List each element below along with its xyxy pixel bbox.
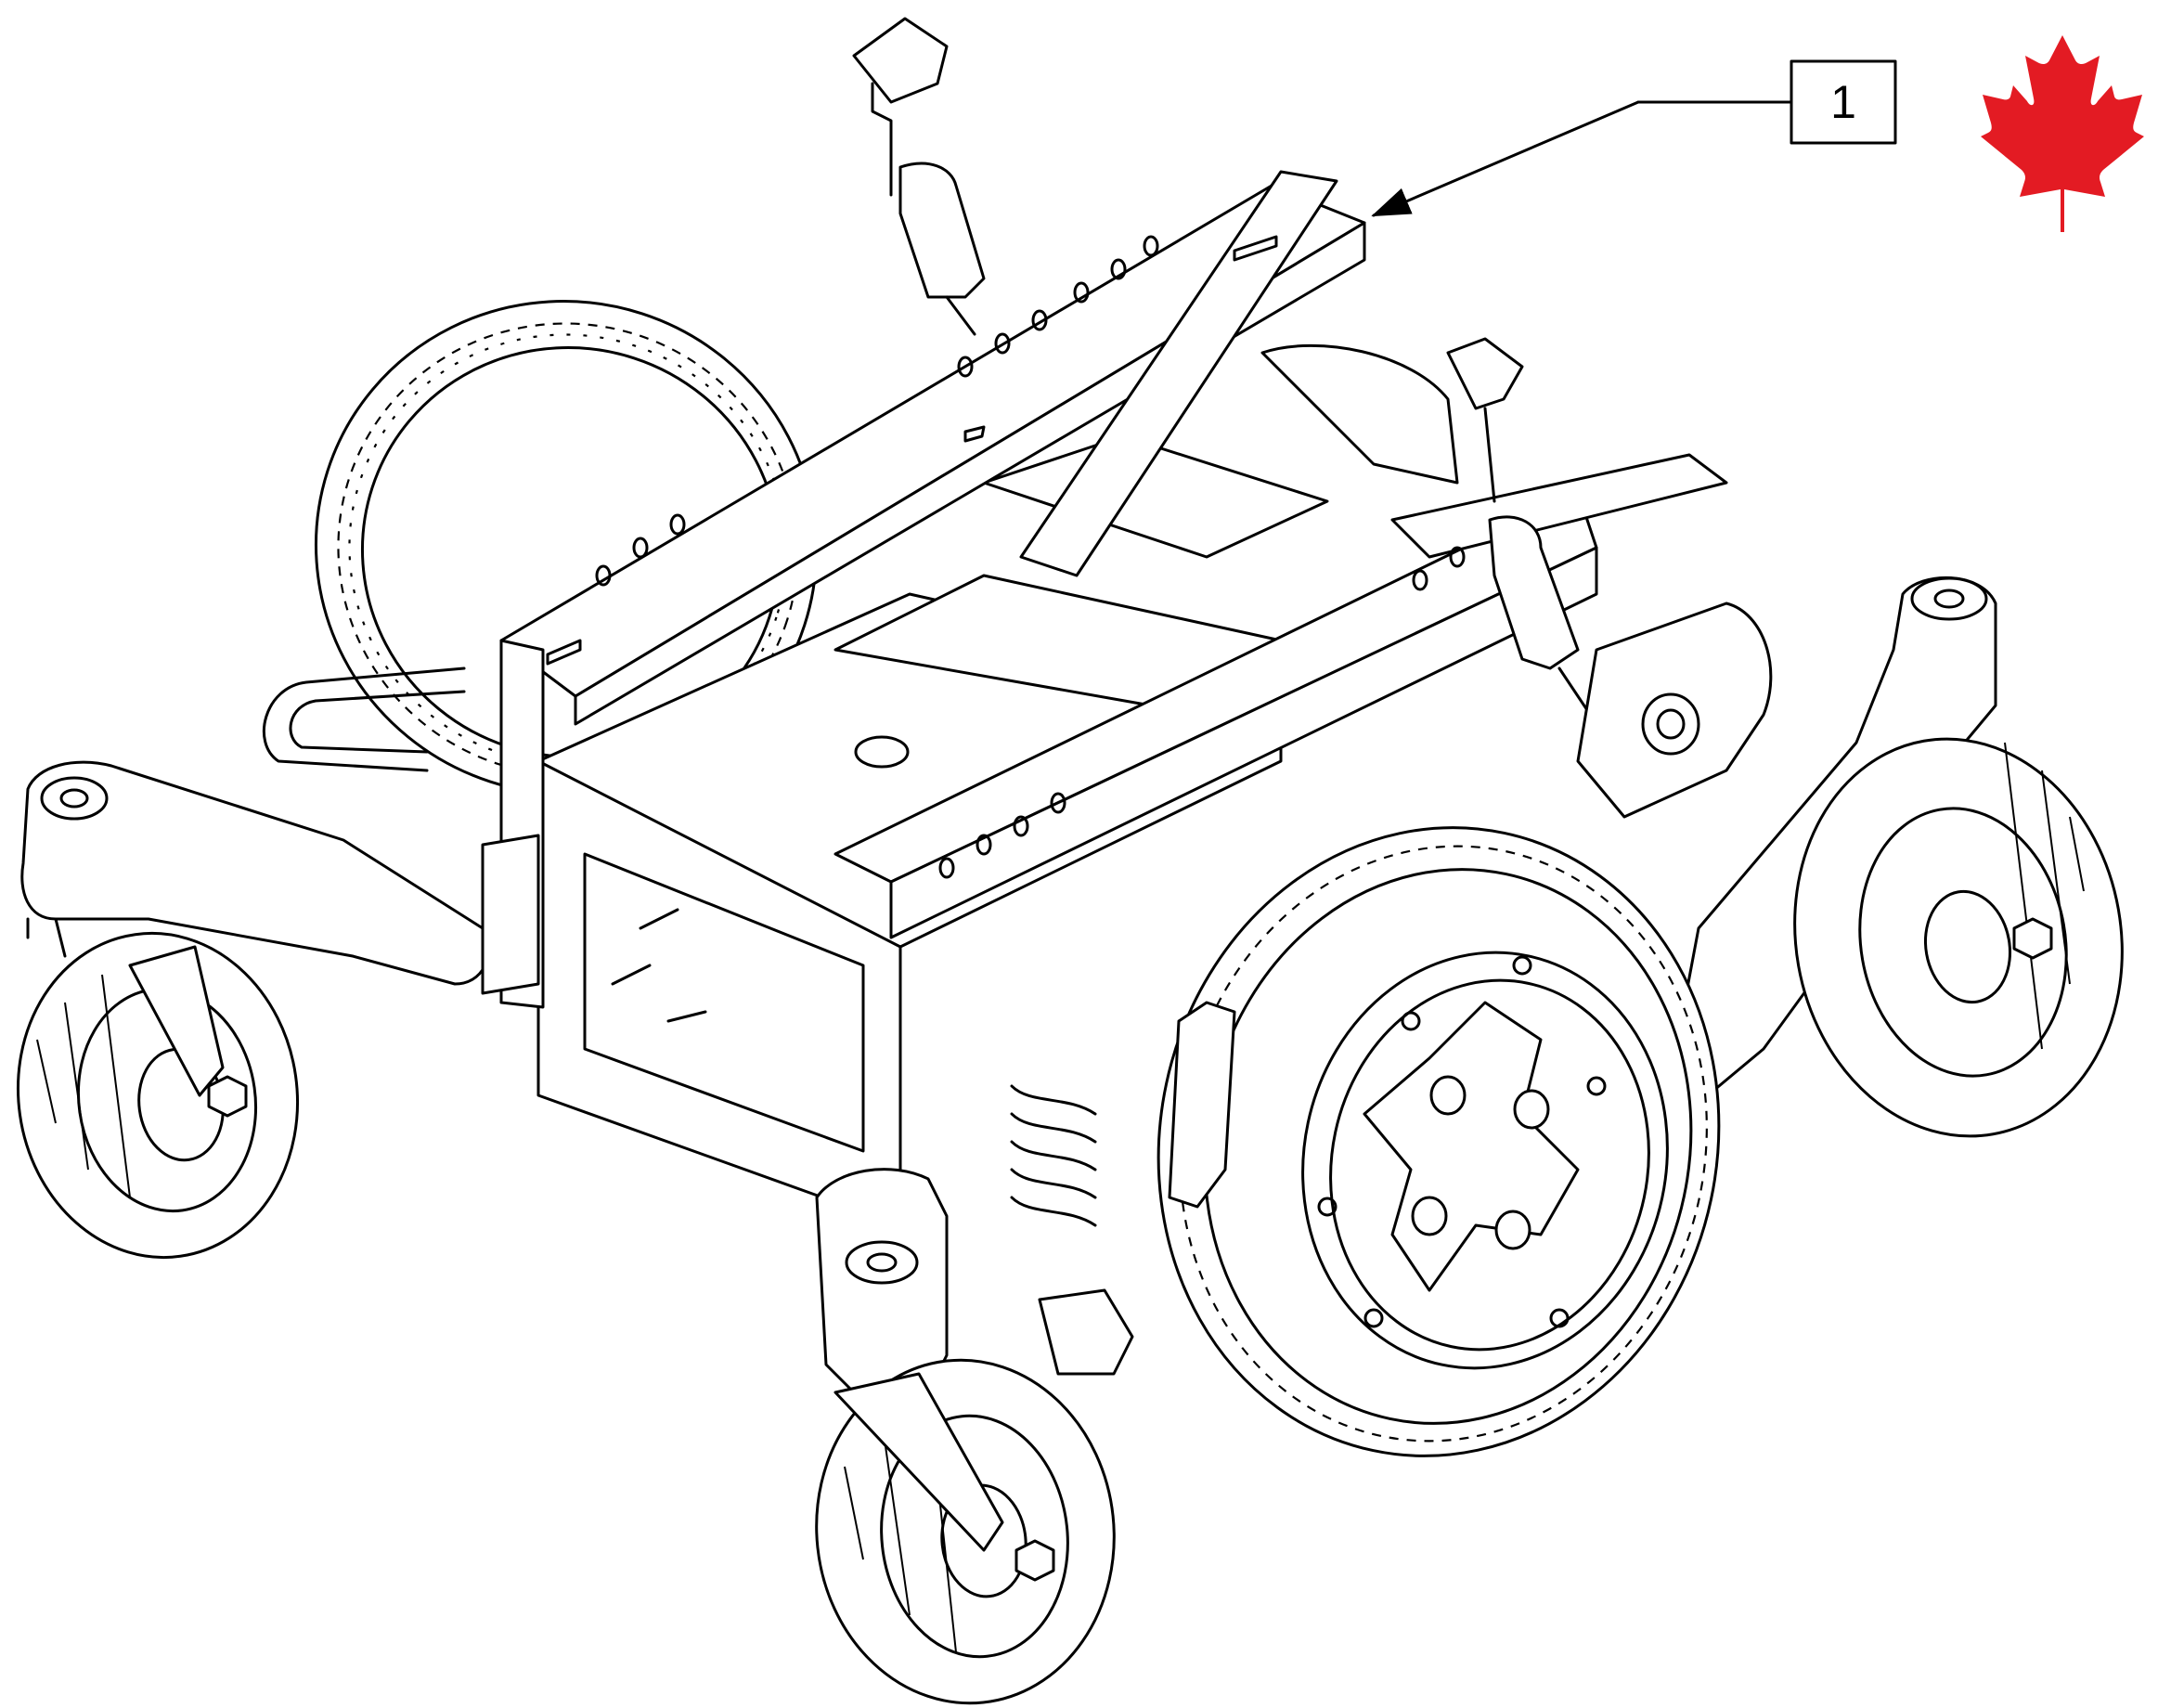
caster-wheel-front-left <box>16 931 300 1260</box>
caster-wheel-front-center <box>815 1358 1116 1705</box>
seat-frame <box>262 170 1728 1227</box>
caster-arm-front-left <box>20 760 490 986</box>
callout-box <box>1790 59 1897 145</box>
drive-wheel-rear-right <box>1260 343 1459 485</box>
callout-arrow <box>1371 100 1640 217</box>
caster-wheel-front-right <box>1793 737 2124 1138</box>
actuator-cable-right <box>1446 337 1598 726</box>
callout-number-1: 1 <box>1830 76 1856 128</box>
drive-motor <box>1010 602 1773 1376</box>
caster-arm-front-center <box>815 1168 949 1404</box>
actuator-cable-left <box>852 17 986 336</box>
maple-leaf-icon <box>1981 35 2144 232</box>
